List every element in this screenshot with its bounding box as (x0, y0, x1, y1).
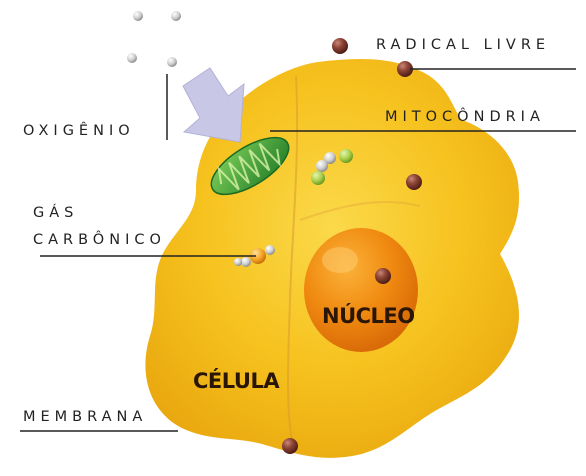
label-mitocondria: MITOCÔNDRIA (385, 110, 545, 125)
label-carbonico: CARBÔNICO (33, 233, 166, 248)
label-membrana: MEMBRANA (23, 410, 147, 425)
nucleus-highlight (322, 247, 358, 273)
label-oxigenio: OXIGÊNIO (23, 124, 135, 139)
oxygen-molecule (127, 53, 137, 63)
nucleus (304, 228, 418, 352)
green-molecule (311, 171, 325, 185)
label-celula: CÉLULA (193, 371, 279, 392)
label-radical-livre: RADICAL LIVRE (376, 38, 550, 53)
oxygen-arrow (183, 68, 244, 142)
oxygen-molecule (167, 57, 177, 67)
co2-molecule (234, 258, 242, 266)
oxygen-molecule (133, 11, 143, 21)
oxygen-molecule (171, 11, 181, 21)
co2-molecule (241, 257, 251, 267)
free-radical (406, 174, 422, 190)
free-radical (375, 268, 391, 284)
co2-molecule (265, 245, 275, 255)
green-molecule (339, 149, 353, 163)
label-gas: GÁS (33, 206, 78, 221)
free-radical (282, 438, 298, 454)
label-nucleo: NÚCLEO (322, 306, 415, 327)
oxygen-molecule (316, 160, 328, 172)
free-radical (332, 38, 348, 54)
